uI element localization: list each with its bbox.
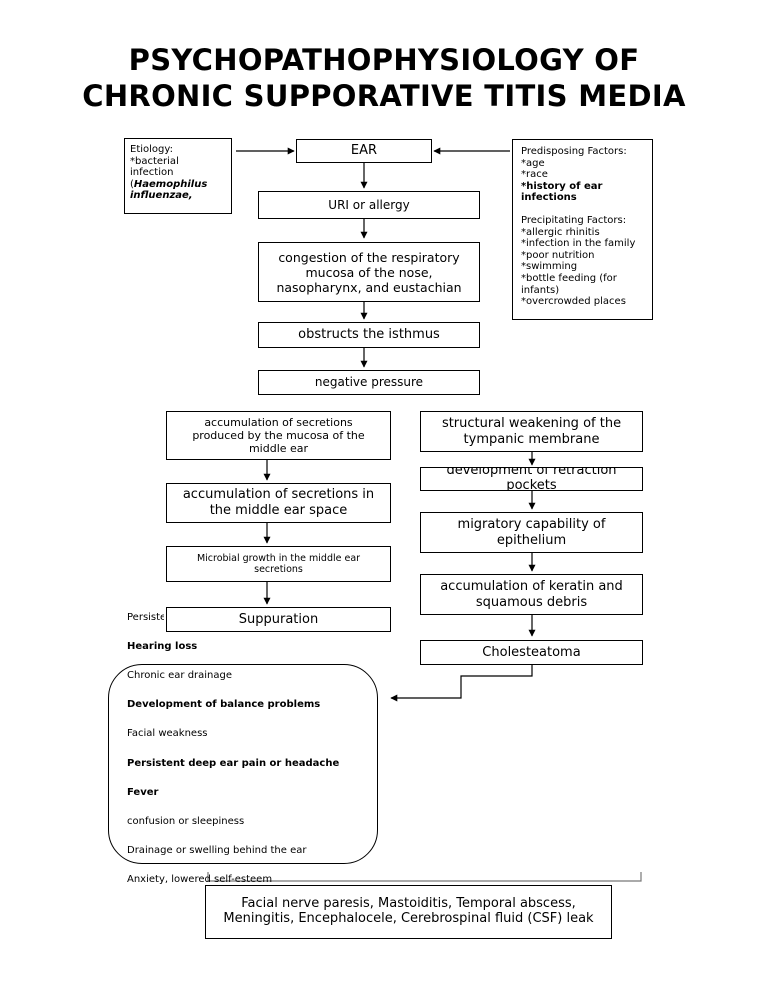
factor-crowded: *overcrowded places [521, 296, 626, 308]
tympanic-box: structural weakening of the tympanic mem… [420, 411, 643, 452]
etiology-bacterial: *bacterial [130, 155, 179, 167]
isthmus-box: obstructs the isthmus [258, 322, 480, 348]
epithelium-label: migratory capability of epithelium [457, 516, 606, 548]
microbial-growth-box: Microbial growth in the middle ear secre… [166, 546, 391, 582]
diagram-title: PSYCHOPATHOPHYSIOLOGY OF CHRONIC SUPPORA… [0, 42, 768, 114]
congestion-label: congestion of the respiratory mucosa of … [276, 249, 462, 295]
suppuration-label: Suppuration [238, 611, 319, 627]
factor-age: *age [521, 157, 545, 169]
epithelium-box: migratory capability of epithelium [420, 512, 643, 553]
symptom-confusion: confusion or sleepiness [127, 816, 245, 827]
etiology-label: Etiology: [130, 144, 173, 155]
secretions-space-box: accumulation of secretions in the middle… [166, 483, 391, 523]
cholesteatoma-label: Cholesteatoma [482, 644, 581, 660]
factor-race: *race [521, 169, 548, 181]
congestion-box: congestion of the respiratory mucosa of … [258, 242, 480, 302]
keratin-label: accumulation of keratin and squamous deb… [440, 578, 623, 610]
factor-rhinitis: *allergic rhinitis [521, 226, 600, 238]
secretions-produced-label: accumulation of secretions produced by t… [192, 415, 365, 456]
suppuration-box: Suppuration [166, 607, 391, 632]
tympanic-label: structural weakening of the tympanic mem… [441, 415, 622, 447]
factor-history-2: infections [521, 192, 577, 204]
secretions-space-label: accumulation of secretions in the middle… [182, 487, 375, 518]
symptom-facial-weakness: Facial weakness [127, 728, 208, 739]
precipitating-title: Precipitating Factors: [521, 214, 627, 226]
etiology-infection: infection [130, 167, 174, 179]
symptom-fever: Fever [127, 787, 159, 798]
negative-pressure-label: negative pressure [314, 375, 424, 390]
factor-family: *infection in the family [521, 238, 636, 250]
factor-nutrition: *poor nutrition [521, 249, 595, 261]
uri-label: URI or allergy [328, 197, 410, 212]
etiology-paren: ( [130, 178, 134, 190]
symptoms-frame [108, 664, 378, 864]
factor-history-1: *history of ear [521, 180, 603, 192]
complications-box: Facial nerve paresis, Mastoiditis, Tempo… [205, 885, 612, 939]
ear-label: EAR [350, 143, 378, 159]
symptom-ear-drainage: Chronic ear drainage [127, 670, 233, 681]
etiology-haemophilus: Haemophilus [133, 178, 208, 190]
complications-label: Facial nerve paresis, Mastoiditis, Tempo… [223, 896, 594, 926]
etiology-influenzae: influenzae, [130, 190, 193, 202]
retraction-box: development of retraction pockets [420, 467, 643, 491]
symptom-ear-pain: Persistent deep ear pain or headache [127, 758, 340, 769]
symptom-balance: Development of balance problems [127, 699, 321, 710]
negative-pressure-box: negative pressure [258, 370, 480, 395]
line-to-complications [207, 872, 642, 882]
etiology-box: Etiology: *bacterial infection (Haemophi… [124, 138, 232, 214]
factor-bottle-1: *bottle feeding (for [521, 272, 617, 284]
predisposing-title: Predisposing Factors: [521, 146, 627, 157]
secretions-produced-box: accumulation of secretions produced by t… [166, 411, 391, 460]
retraction-label: development of retraction pockets [446, 467, 617, 491]
title-line-2: CHRONIC SUPPORATIVE TITIS MEDIA [82, 79, 686, 113]
symptom-anxiety: Anxiety, lowered self-esteem [127, 874, 273, 885]
factors-box: Predisposing Factors: *age *race *histor… [512, 139, 653, 320]
uri-box: URI or allergy [258, 191, 480, 219]
symptom-drainage-behind-ear: Drainage or swelling behind the ear [127, 845, 307, 856]
arrow-cholesteatoma-to-symptoms [390, 665, 533, 702]
title-line-1: PSYCHOPATHOPHYSIOLOGY OF [128, 43, 640, 77]
keratin-box: accumulation of keratin and squamous deb… [420, 574, 643, 615]
factor-swimming: *swimming [521, 261, 578, 273]
ear-box: EAR [296, 139, 432, 163]
symptom-hearing-loss: Hearing loss [127, 641, 198, 652]
cholesteatoma-box: Cholesteatoma [420, 640, 643, 665]
isthmus-label: obstructs the isthmus [298, 327, 440, 343]
microbial-growth-label: Microbial growth in the middle ear secre… [196, 552, 361, 575]
factor-bottle-2: infants) [521, 284, 560, 296]
symptom-persistent: Persistent [127, 612, 164, 623]
